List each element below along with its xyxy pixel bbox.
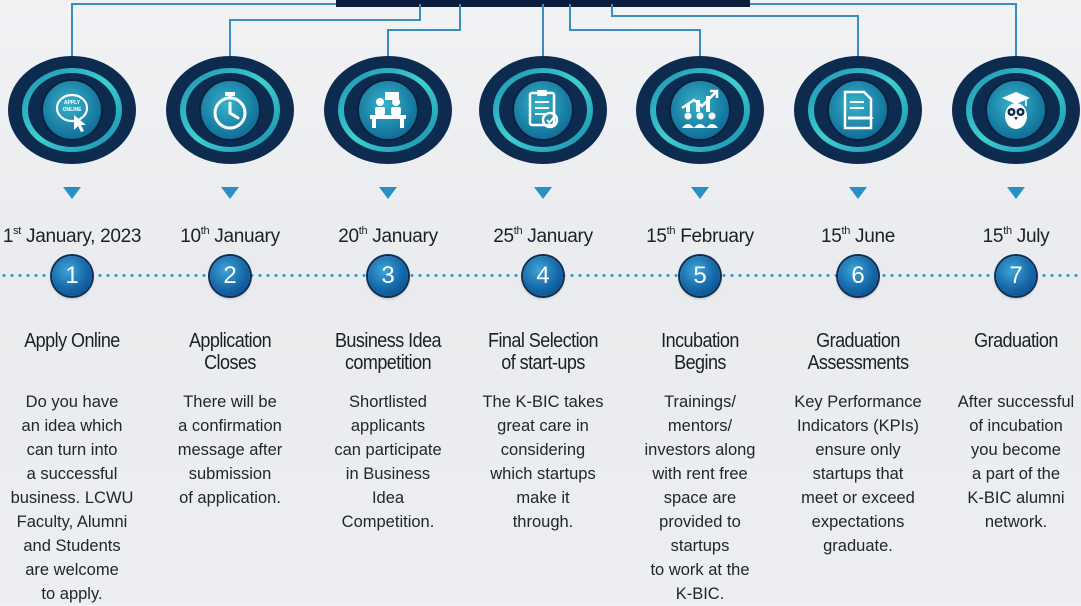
step-number-badge: 1 — [52, 256, 92, 296]
step-date: 10th January — [180, 225, 280, 247]
step-number-badge: 2 — [210, 256, 250, 296]
step-icon-badge — [792, 54, 924, 166]
step-date: 1st January, 2023 — [2, 225, 142, 247]
step-icon-badge — [950, 54, 1081, 166]
down-arrow-icon — [534, 187, 552, 199]
step-number-badge: 6 — [838, 256, 878, 296]
apply-online-cursor-icon: APPLY ONLINE — [55, 93, 89, 132]
connector-step-1 — [71, 3, 336, 56]
down-arrow-icon — [1007, 187, 1025, 199]
header-bar — [336, 0, 750, 7]
step-date: 25th January — [493, 225, 593, 247]
team-growth-icon — [681, 89, 719, 128]
connector-step-7 — [750, 3, 1017, 56]
svg-text:ONLINE: ONLINE — [63, 107, 83, 113]
timeline-step: APPLY ONLINE 1st January, 2023 1 Apply O… — [0, 0, 150, 605]
step-icon-badge — [322, 54, 454, 166]
step-number-badge: 7 — [996, 256, 1036, 296]
connector-step-2 — [229, 4, 421, 56]
document-pen-icon — [843, 90, 874, 130]
step-icon-badge: APPLY ONLINE — [6, 54, 138, 166]
down-arrow-icon — [691, 187, 709, 199]
svg-text:APPLY: APPLY — [64, 100, 81, 106]
step-number-badge: 3 — [368, 256, 408, 296]
down-arrow-icon — [63, 187, 81, 199]
down-arrow-icon — [379, 187, 397, 199]
step-number-badge: 4 — [523, 256, 563, 296]
step-date: 15th June — [820, 225, 896, 247]
step-icon-badge — [634, 54, 766, 166]
step-date: 20th January — [338, 225, 438, 247]
step-date: 15th July — [982, 225, 1050, 247]
stopwatch-icon — [213, 92, 247, 130]
step-number-badge: 5 — [680, 256, 720, 296]
graduation-owl-icon — [1002, 92, 1030, 129]
down-arrow-icon — [221, 187, 239, 199]
connector-step-3 — [387, 4, 461, 56]
clipboard-icon — [528, 90, 559, 129]
step-date: 15th February — [646, 225, 754, 247]
step-title: Apply Online — [24, 330, 120, 352]
connector-step-5 — [569, 4, 701, 56]
meeting-icon — [370, 92, 406, 128]
connector-step-6 — [611, 4, 859, 56]
down-arrow-icon — [849, 187, 867, 199]
step-title: Graduation — [974, 330, 1058, 352]
step-icon-badge — [477, 54, 609, 166]
step-icon-badge — [164, 54, 296, 166]
